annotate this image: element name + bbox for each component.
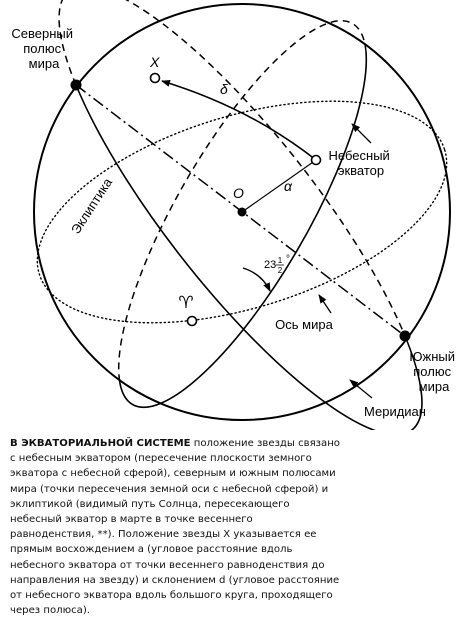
svg-text:2: 2	[278, 266, 283, 275]
celestial-equator-front	[118, 51, 368, 409]
meridian-front-arc	[75, 84, 423, 430]
svg-text:°: °	[286, 254, 290, 265]
ecliptic-label: Эклиптика	[68, 175, 116, 237]
star-x-point	[149, 72, 161, 84]
figure-caption: В ЭКВАТОРИАЛЬНОЙ СИСТЕМЕ положение звезд…	[10, 436, 340, 618]
ecliptic-circle	[36, 100, 448, 324]
vernal-equinox-symbol: ♈	[178, 293, 193, 312]
svg-text:1: 1	[278, 256, 283, 265]
delta-label: δ	[220, 81, 228, 97]
celestial-sphere-outline	[33, 3, 451, 421]
obliquity-arc	[242, 267, 271, 292]
south-pole-point	[399, 330, 411, 342]
svg-text:23: 23	[264, 259, 276, 271]
equator-meridian-point	[310, 154, 322, 166]
declination-arrow	[161, 80, 317, 161]
meridian-label: Меридиан	[364, 404, 426, 419]
meridian-pointer	[349, 379, 373, 399]
right-ascension-segment	[241, 159, 317, 213]
north-pole-label: Северный полюс мира	[11, 26, 76, 71]
meridian-back-arc	[58, 0, 406, 337]
north-pole-point	[70, 79, 82, 91]
obliquity-angle-label: 23 1 2 °	[264, 254, 290, 275]
equator-pointer	[351, 123, 372, 144]
center-point	[237, 207, 247, 217]
caption-text: положение звезды связано с небесным эква…	[10, 438, 340, 617]
vernal-equinox-point	[186, 315, 198, 327]
alpha-label: α	[284, 178, 293, 194]
center-o-label: O	[233, 185, 244, 201]
celestial-sphere-diagram: Северный полюс мира Южный полюс мира Неб…	[11, 0, 458, 430]
south-pole-label: Южный полюс мира	[409, 349, 458, 394]
caption-heading: В ЭКВАТОРИАЛЬНОЙ СИСТЕМЕ	[10, 438, 191, 449]
axis-pointer	[318, 294, 332, 314]
world-axis-label: Ось мира	[275, 317, 333, 332]
celestial-equator-label: Небесный экватор	[329, 148, 394, 178]
star-x-label: X	[149, 54, 160, 70]
